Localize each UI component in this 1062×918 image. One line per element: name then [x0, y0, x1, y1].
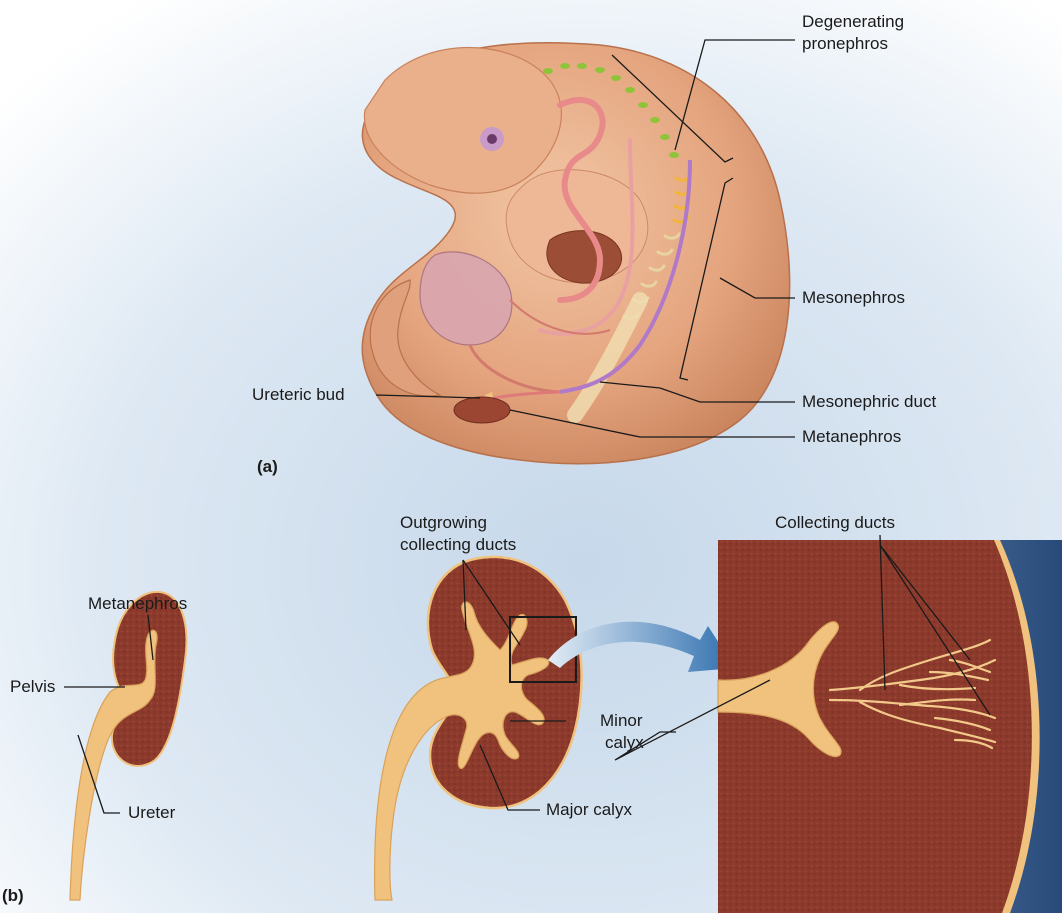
heart-organ	[547, 231, 622, 283]
label-pelvis: Pelvis	[10, 677, 55, 697]
label-metanephros-a: Metanephros	[802, 427, 901, 447]
label-ureteric-bud: Ureteric bud	[252, 385, 345, 405]
label-collecting-ducts: Collecting ducts	[775, 513, 895, 533]
label-minor-calyx-1: Minor	[600, 711, 643, 731]
label-metanephros-b: Metanephros	[88, 594, 187, 614]
label-outgrowing-2: collecting ducts	[400, 535, 516, 555]
label-major-calyx: Major calyx	[546, 800, 632, 820]
label-degenerating-pronephros-2: pronephros	[802, 34, 888, 54]
label-degenerating-pronephros-1: Degenerating	[802, 12, 904, 32]
metanephros-embryo	[454, 397, 510, 423]
label-mesonephric-duct: Mesonephric duct	[802, 392, 936, 412]
panel-b-letter: (b)	[2, 886, 24, 906]
label-ureter: Ureter	[128, 803, 175, 823]
panel-a-letter: (a)	[257, 457, 278, 477]
inset	[718, 540, 1062, 913]
label-mesonephros: Mesonephros	[802, 288, 905, 308]
label-minor-calyx-2: calyx	[605, 733, 644, 753]
label-outgrowing-1: Outgrowing	[400, 513, 487, 533]
